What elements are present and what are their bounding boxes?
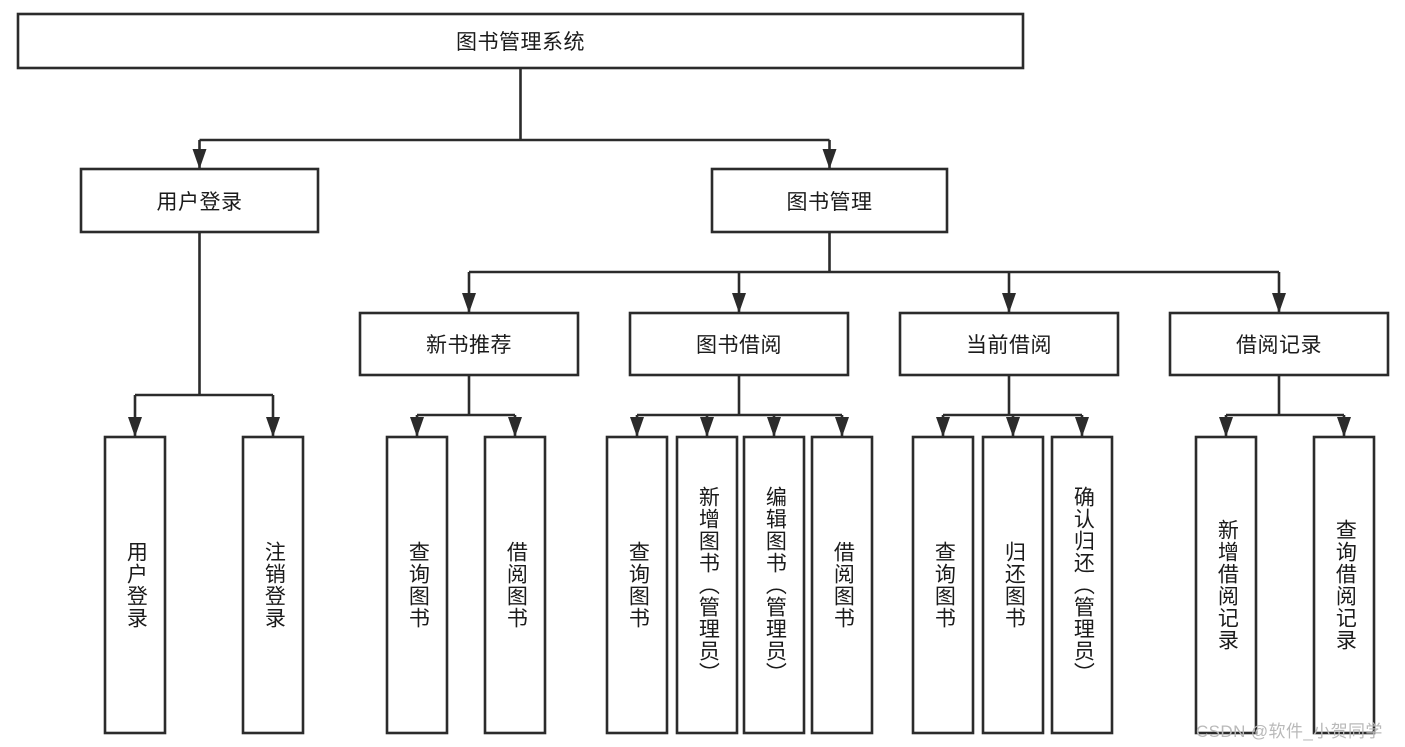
node-current-borrow-box <box>898 311 1120 377</box>
arrow-head-icon <box>1337 417 1351 437</box>
leaf-leaf-logout-box <box>241 435 305 735</box>
leaf-leaf-add-record-box <box>1194 435 1258 735</box>
node-new-book-rec-box <box>358 311 580 377</box>
leaf-leaf-query-book-3-box <box>911 435 975 735</box>
node-book-borrow-box <box>628 311 850 377</box>
leaf-leaf-query-book-2-box <box>605 435 669 735</box>
leaf-leaf-edit-book-box <box>742 435 806 735</box>
leaf-leaf-borrow-book-2-box <box>810 435 874 735</box>
arrow-head-icon <box>1219 417 1233 437</box>
arrow-head-icon <box>410 417 424 437</box>
arrow-head-icon <box>1006 417 1020 437</box>
node-borrow-record-box <box>1168 311 1390 377</box>
arrow-head-icon <box>936 417 950 437</box>
leaf-leaf-user-login-box <box>103 435 167 735</box>
arrow-head-icon <box>1272 293 1286 313</box>
arrow-head-icon <box>822 149 837 169</box>
arrow-head-icon <box>835 417 849 437</box>
arrow-head-icon <box>732 293 746 313</box>
node-root-box <box>16 12 1025 70</box>
leaf-leaf-add-book-box <box>675 435 739 735</box>
arrow-head-icon <box>508 417 522 437</box>
arrow-head-icon <box>192 149 207 169</box>
node-user-login-box <box>79 167 320 234</box>
arrow-head-icon <box>462 293 476 313</box>
box-group <box>16 12 1390 735</box>
leaf-leaf-borrow-book-1-box <box>483 435 547 735</box>
arrow-head-icon <box>630 417 644 437</box>
arrow-head-icon <box>1002 293 1016 313</box>
node-book-manage-box <box>710 167 949 234</box>
arrow-head-icon <box>266 417 280 437</box>
leaf-leaf-return-book-box <box>981 435 1045 735</box>
connector-group <box>128 68 1351 437</box>
arrow-head-icon <box>1075 417 1089 437</box>
arrow-head-icon <box>767 417 781 437</box>
leaf-leaf-confirm-return-box <box>1050 435 1114 735</box>
arrow-head-icon <box>700 417 714 437</box>
arrow-head-icon <box>128 417 142 437</box>
leaf-leaf-query-record-box <box>1312 435 1376 735</box>
leaf-leaf-query-book-1-box <box>385 435 449 735</box>
csdn-watermark: CSDN @软件_小贺同学 <box>1196 722 1383 741</box>
